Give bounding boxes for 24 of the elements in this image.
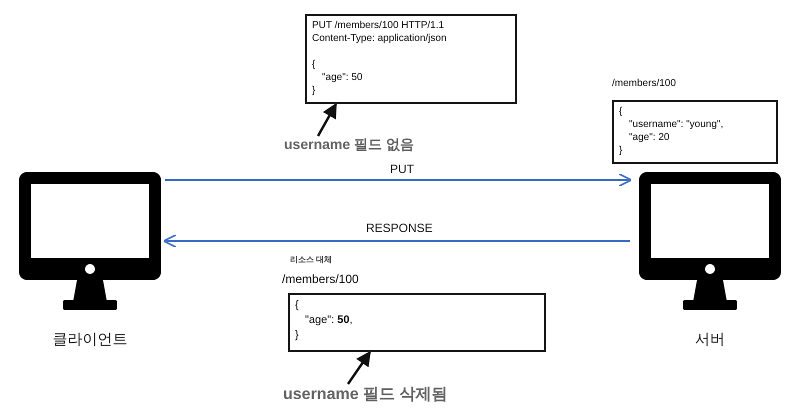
code-line: "age": 20 — [628, 131, 670, 144]
code-line: "username": "young", — [628, 118, 724, 131]
caption-text: 리소스 대체 — [290, 254, 332, 265]
path-label: /members/100 — [282, 272, 359, 286]
leader-line — [346, 350, 372, 385]
code-line: PUT /members/100 HTTP/1.1 — [312, 19, 446, 32]
code-line: "age": 50, — [304, 313, 354, 328]
code-line: { — [312, 58, 316, 71]
device-label: 서버 — [694, 330, 726, 349]
annotation-text: username 필드 삭제됨 — [283, 384, 453, 406]
code-line: Content-Type: application/json — [312, 32, 448, 45]
arrow — [165, 173, 632, 187]
path-label: /members/100 — [612, 78, 676, 89]
code-box — [305, 14, 517, 104]
leader-line — [316, 102, 338, 137]
code-line: } — [295, 328, 300, 343]
annotation-text: username 필드 없음 — [284, 136, 444, 156]
code-line: { — [619, 105, 624, 118]
arrow — [162, 234, 630, 248]
device-label: 클라이언트 — [52, 330, 128, 349]
code-line: } — [312, 84, 316, 97]
code-line: { — [295, 298, 300, 313]
code-line: } — [619, 144, 624, 157]
code-line: "age": 50 — [321, 71, 364, 84]
